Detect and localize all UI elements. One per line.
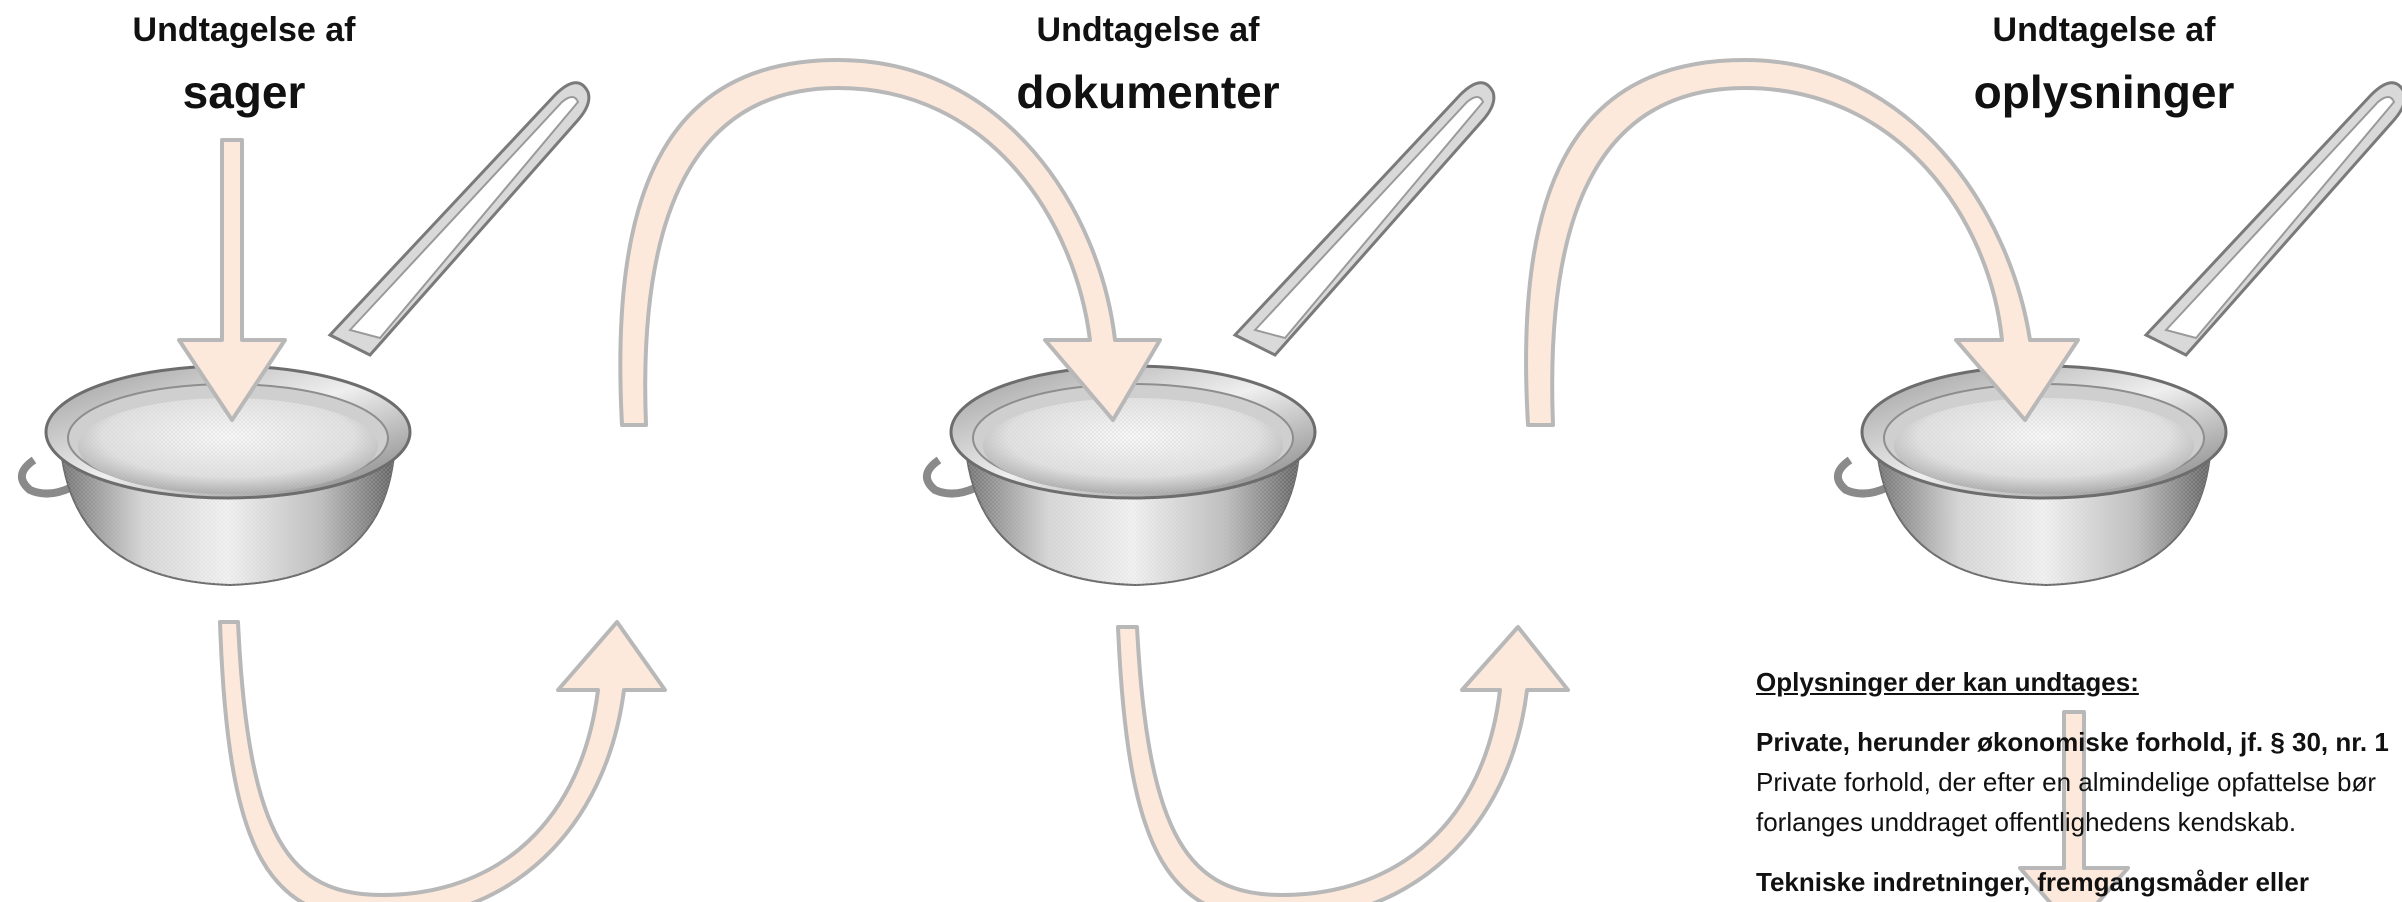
item-title: Tekniske indretninger, fremgangsmåder el…: [1756, 862, 2402, 902]
item-title: Private, herunder økonomiske forhold, jf…: [1756, 722, 2402, 762]
arch-arrow-icon: [1526, 60, 2078, 425]
item-body: Private forhold, der efter en almindelig…: [1756, 762, 2402, 802]
return-arrow-icon: [220, 622, 665, 902]
arch-arrow-icon: [620, 60, 1160, 425]
exemptions-text: Oplysninger der kan undtages: Private, h…: [1756, 662, 2402, 902]
return-arrow-icon: [1118, 627, 1568, 902]
item-body: forlanges unddraget offentlighedens kend…: [1756, 802, 2402, 842]
section-title: Oplysninger der kan undtages:: [1756, 662, 2402, 702]
strainer-icon: [22, 83, 589, 585]
